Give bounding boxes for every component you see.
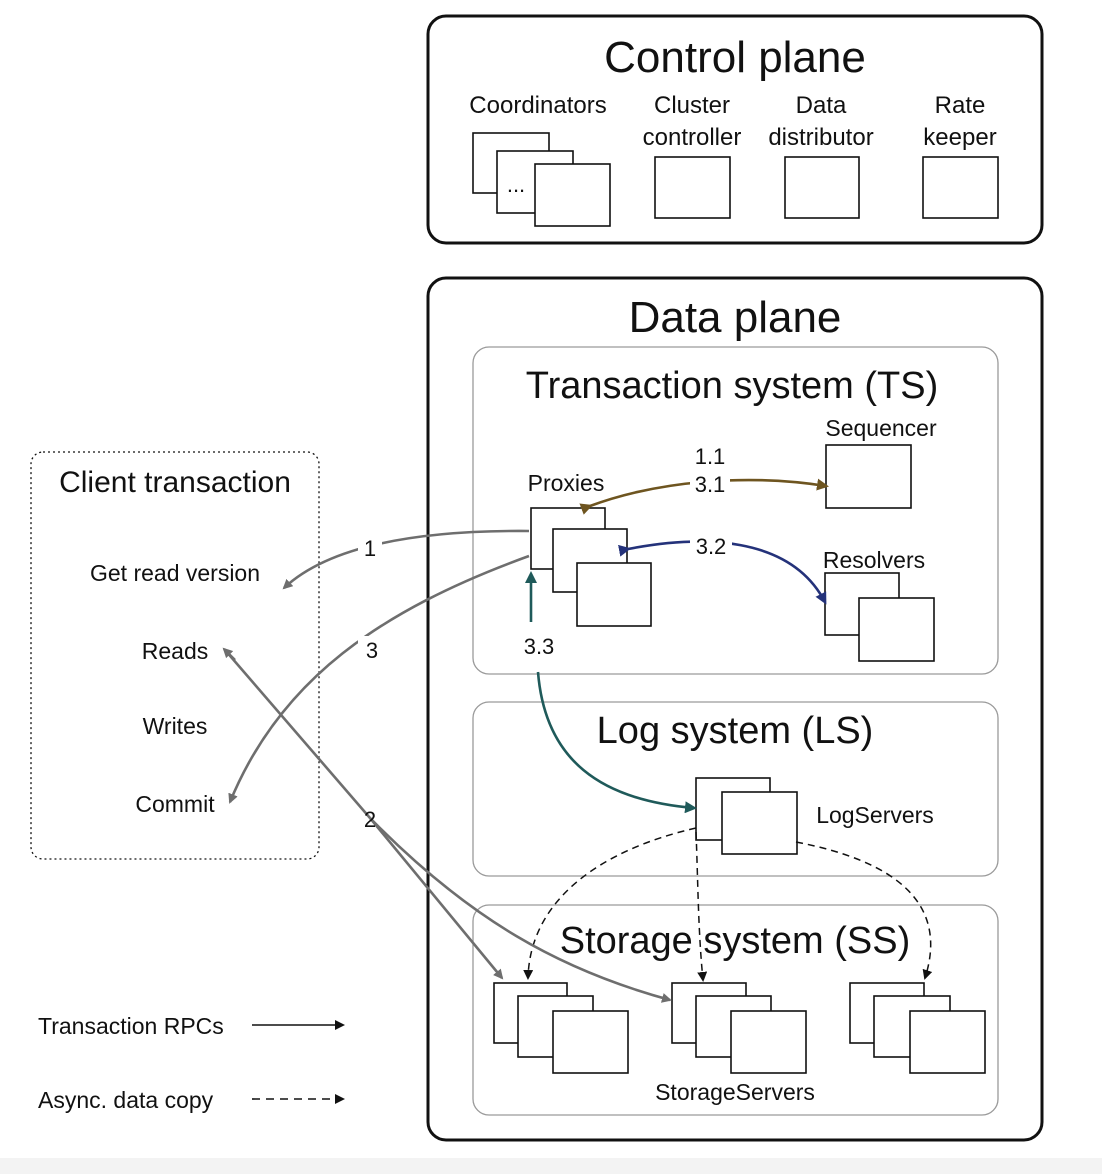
coordinators-ellipsis: ...: [507, 172, 525, 197]
rate-keeper-box: [922, 156, 999, 219]
resolver-box: [858, 597, 935, 662]
cluster-controller-box: [654, 156, 731, 219]
arrow-label-3: 3: [366, 638, 378, 663]
arrow-2-reads-head: [222, 647, 236, 661]
coordinators-label: Coordinators: [469, 92, 606, 119]
transaction-system: Transaction system (TS) Proxies Sequence…: [472, 346, 999, 675]
step-reads: Reads: [142, 638, 208, 664]
data-distributor-label-line1: Data: [796, 92, 847, 119]
data-plane-title: Data plane: [629, 293, 842, 342]
arrow-2-to-storage-2: [369, 817, 672, 1003]
coordinator-box: [534, 163, 611, 227]
rate-keeper: Rate keeper: [922, 92, 999, 219]
sequencer-box: [825, 444, 912, 509]
arrow-label-3-1: 3.1: [695, 472, 726, 497]
storageservers-label: StorageServers: [655, 1079, 815, 1105]
proxy-box: [576, 562, 652, 627]
data-distributor-box: [784, 156, 860, 219]
arrow-label-1: 1: [364, 536, 376, 561]
client-transaction: Client transaction Get read version Read…: [30, 451, 320, 860]
resolvers-label: Resolvers: [823, 547, 925, 573]
coordinators: Coordinators ...: [469, 92, 611, 227]
arrow-2-reads-line: [224, 649, 371, 819]
async-copy-arrows: [523, 827, 933, 982]
data-plane: Data plane Transaction system (TS) Proxi…: [426, 276, 1044, 1142]
arrow-label-3-2: 3.2: [696, 534, 727, 559]
arrow-3-3-to-logservers: [536, 671, 697, 814]
data-distributor: Data distributor: [768, 92, 874, 219]
arrow-2-to-storage-1: [368, 817, 504, 980]
sequencer-label: Sequencer: [825, 415, 937, 441]
step-writes: Writes: [143, 713, 208, 739]
cluster-controller-label-line1: Cluster: [654, 92, 730, 119]
log-system-title: Log system (LS): [597, 710, 874, 752]
arrow-label-2: 2: [364, 807, 376, 832]
arrow-label-3-3: 3.3: [524, 634, 555, 659]
logservers-label: LogServers: [816, 802, 934, 828]
logserver-box: [721, 791, 798, 855]
log-system: Log system (LS) LogServers: [472, 701, 999, 877]
async-arrow-left: [523, 827, 697, 980]
bottom-strip: [0, 1158, 1102, 1174]
control-plane-title: Control plane: [604, 33, 866, 82]
async-arrow-middle: [695, 831, 708, 982]
cluster-controller-label-line2: controller: [643, 124, 742, 151]
client-transaction-title: Client transaction: [59, 466, 291, 499]
rate-keeper-label-line1: Rate: [935, 92, 986, 119]
transaction-system-title: Transaction system (TS): [526, 365, 938, 407]
step-get-read-version: Get read version: [90, 560, 260, 586]
control-plane: Control plane Coordinators ... Cluster c…: [426, 14, 1044, 245]
legend-async-label: Async. data copy: [38, 1087, 214, 1113]
storage-system: StorageServers: [472, 904, 999, 1116]
data-distributor-label-line2: distributor: [768, 124, 873, 151]
rpc-arrows: [222, 529, 672, 1003]
proxies-label: Proxies: [528, 470, 605, 496]
step-commit: Commit: [135, 791, 215, 817]
rate-keeper-label-line2: keeper: [923, 124, 996, 151]
cluster-controller: Cluster controller: [643, 92, 742, 219]
arrow-1-get-read-version: [282, 529, 530, 590]
arrow-3-commit: [228, 554, 530, 804]
legend-rpc-label: Transaction RPCs: [38, 1013, 224, 1039]
storageserver-box: [909, 1010, 986, 1074]
arrow-label-1-1: 1.1: [695, 444, 726, 469]
legend: Transaction RPCs Async. data copy: [38, 1013, 345, 1113]
storage-system-title: Storage system (SS): [560, 920, 911, 962]
storageserver-box: [552, 1010, 629, 1074]
arrow-labels: 1 3 2 1.1 3.1 3.2 3.3: [358, 443, 732, 832]
arrow-3-2-proxies-resolvers: [618, 540, 827, 605]
storageserver-box: [730, 1010, 807, 1074]
